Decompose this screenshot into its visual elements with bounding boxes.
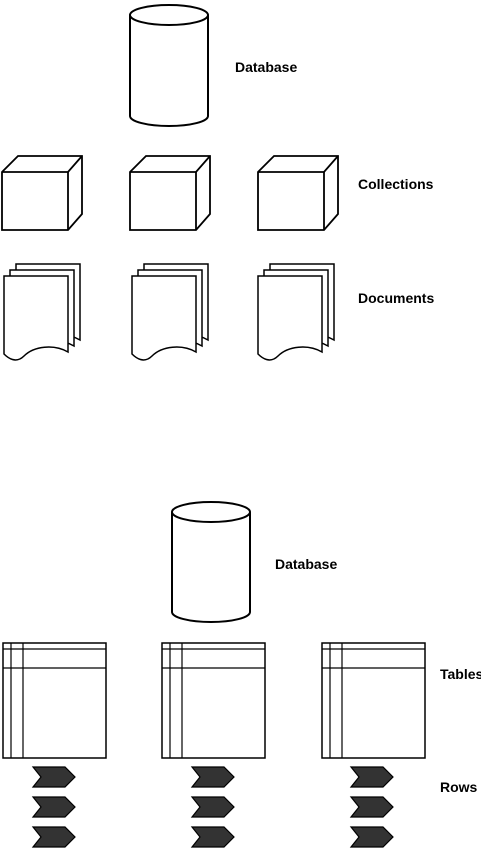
row-chevrons-left — [33, 767, 75, 847]
row-chevron-icon — [351, 797, 393, 817]
row-chevron-icon — [33, 767, 75, 787]
row-chevrons-right — [351, 767, 393, 847]
collection-cube-icon — [258, 156, 338, 230]
row-chevron-icon — [192, 827, 234, 847]
row-chevrons-middle — [192, 767, 234, 847]
rows-label: Rows — [440, 779, 477, 795]
document-stack-icon — [4, 264, 80, 360]
row-chevron-icon — [33, 827, 75, 847]
collection-cube-icon — [130, 156, 210, 230]
bottom-database-label: Database — [275, 556, 337, 572]
documents-label: Documents — [358, 290, 434, 306]
row-chevron-icon — [192, 767, 234, 787]
collections-label: Collections — [358, 176, 433, 192]
row-chevron-icon — [351, 827, 393, 847]
top-database-label: Database — [235, 59, 297, 75]
row-chevron-icon — [351, 767, 393, 787]
table-grid-icon — [322, 643, 425, 758]
top-database-cylinder-icon — [130, 5, 208, 126]
row-chevron-icon — [192, 797, 234, 817]
table-grid-icon — [162, 643, 265, 758]
table-grid-icon — [3, 643, 106, 758]
document-stack-icon — [258, 264, 334, 360]
bottom-database-cylinder-icon — [172, 502, 250, 622]
document-stack-icon — [132, 264, 208, 360]
collection-cube-icon — [2, 156, 82, 230]
row-chevron-icon — [33, 797, 75, 817]
tables-label: Tables — [440, 666, 481, 682]
